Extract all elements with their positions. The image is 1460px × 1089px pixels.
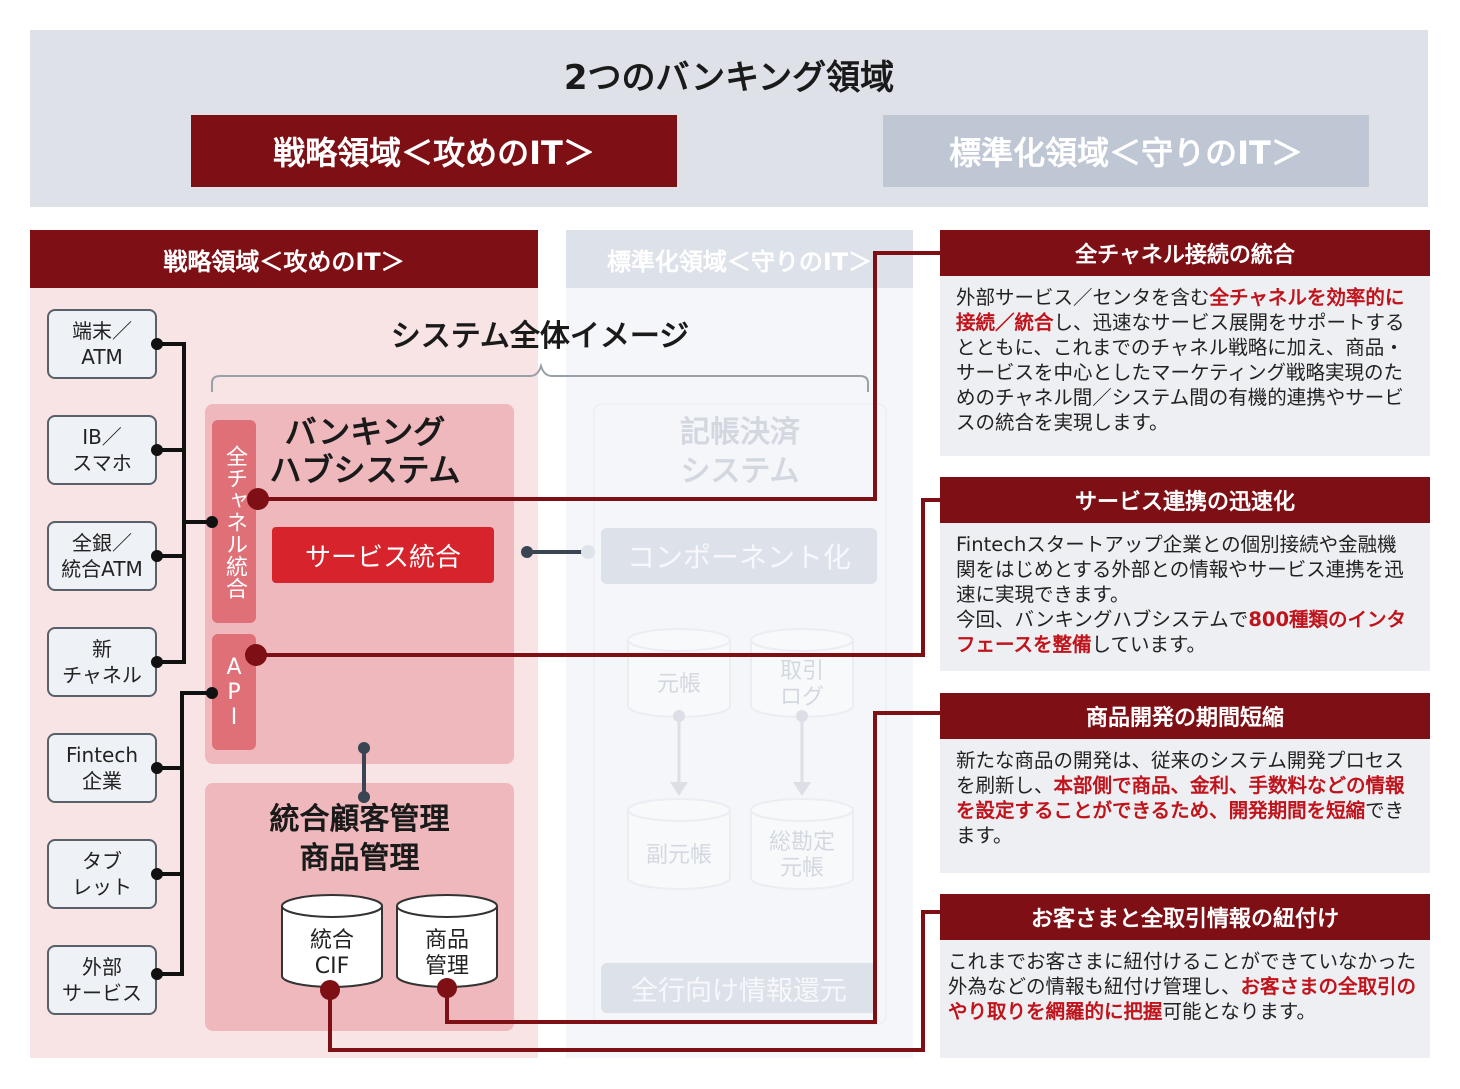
- feature-highlight: 全チャネルを効率的に接続／統合: [956, 286, 1405, 334]
- customer-management-title: 統合顧客管理 商品管理: [269, 802, 450, 876]
- channel-bus-top: [157, 342, 212, 664]
- feature-body-service: Fintechスタートアップ企業との個別接続や金融機関をはじめとする外部との情報…: [940, 523, 1430, 671]
- all-channel-label: 全チャネル統合: [222, 445, 247, 599]
- banking-hub-title: バンキング ハブシステム: [269, 412, 461, 489]
- feature-text: 可能となります。: [1162, 999, 1316, 1023]
- feature-highlight: 本部側で商品、金利、手数料などの情報を設定することができるため、開発期間を短縮: [956, 773, 1405, 822]
- feature-lead-lines: [256, 251, 940, 1052]
- channel-ib-smartphone: IB／ スマホ: [47, 415, 157, 485]
- feature-text: これまでお客さまに紐付けることができていなかった外為などの情報も紐付け管理し、: [948, 950, 1417, 998]
- all-channel-bar: [212, 420, 256, 623]
- general-ledger-label: 総勘定 元帳: [768, 829, 835, 881]
- overview-title: システム全体イメージ: [390, 319, 690, 354]
- feature-text: できます。: [956, 798, 1405, 847]
- page-title: 2つのバンキング領域: [563, 57, 895, 98]
- faded-ledger-cylinders: [627, 628, 854, 890]
- feature-title-customer: お客さまと全取引情報の紐付け: [940, 894, 1430, 940]
- feature-text: し、迅速なサービス展開をサポートするとともに、これまでのチャネル戦略に加え、商品…: [956, 310, 1405, 434]
- banking-hub-panel: [205, 404, 514, 764]
- sub-ledger-label: 副元帳: [645, 842, 712, 868]
- standard-domain-banner: 標準化領域＜守りのIT＞: [883, 115, 1369, 187]
- componentization-box: コンポーネント化: [601, 528, 877, 584]
- channel-bus-bottom: [157, 691, 212, 976]
- feature-body-product: 新たな商品の開発は、従来のシステム開発プロセスを刷新し、本部側で商品、金利、手数…: [940, 739, 1430, 873]
- overview-brace: [211, 362, 869, 392]
- db-cif-label: 統合 CIF: [309, 927, 354, 979]
- db-cif-cylinder: [281, 894, 383, 988]
- feature-body-channel: 外部サービス／センタを含む全チャネルを効率的に接続／統合し、迅速なサービス展開を…: [940, 276, 1430, 456]
- feature-lead-dots: [245, 488, 457, 1000]
- feature-title-product: 商品開発の期間短縮: [940, 693, 1430, 739]
- db-product-label: 商品 管理: [424, 927, 469, 979]
- channel-external-service: 外部 サービス: [47, 945, 157, 1015]
- api-label: API: [221, 654, 247, 730]
- channel-fintech: Fintech 企業: [47, 733, 157, 803]
- channel-bus-top-dots: [151, 338, 218, 668]
- feature-text: Fintechスタートアップ企業との個別接続や金融機関をはじめとする外部との情報…: [956, 533, 1404, 631]
- channel-terminal-atm: 端末／ ATM: [47, 309, 157, 379]
- db-product-cylinder: [396, 894, 498, 988]
- feature-text: 外部サービス／センタを含む: [956, 286, 1210, 309]
- feature-highlight: お客さまの全取引のやり取りを網羅的に把握: [948, 974, 1417, 1023]
- channel-new: 新 チャネル: [47, 627, 157, 697]
- standard-area-header: 標準化領域＜守りのIT＞: [566, 230, 913, 288]
- channel-bus-bottom-dots: [151, 687, 218, 980]
- trade-log-label: 取引 ログ: [779, 658, 824, 710]
- strategy-domain-banner: 戦略領域＜攻めのIT＞: [191, 115, 677, 187]
- feature-title-channel: 全チャネル接続の統合: [940, 230, 1430, 276]
- feature-text: 新たな商品の開発は、従来のシステム開発プロセスを刷新し、: [956, 749, 1404, 797]
- feature-text: しています。: [1091, 632, 1206, 656]
- feature-highlight: 800種類のインタフェースを整備: [956, 607, 1407, 656]
- ledger-label: 元帳: [656, 671, 701, 697]
- accounting-system-title: 記帳決済 システム: [680, 415, 800, 489]
- feature-title-service: サービス連携の迅速化: [940, 477, 1430, 523]
- standard-area: [566, 288, 913, 1058]
- channel-tablet: タブ レット: [47, 839, 157, 909]
- info-feedback-box: 全行向け情報還元: [601, 963, 877, 1013]
- service-integration-box: サービス統合: [272, 527, 494, 583]
- strategy-area-header: 戦略領域＜攻めのIT＞: [30, 230, 538, 288]
- feature-body-customer: これまでお客さまに紐付けることができていなかった外為などの情報も紐付け管理し、お…: [940, 940, 1430, 1058]
- faded-arrows: [670, 710, 811, 796]
